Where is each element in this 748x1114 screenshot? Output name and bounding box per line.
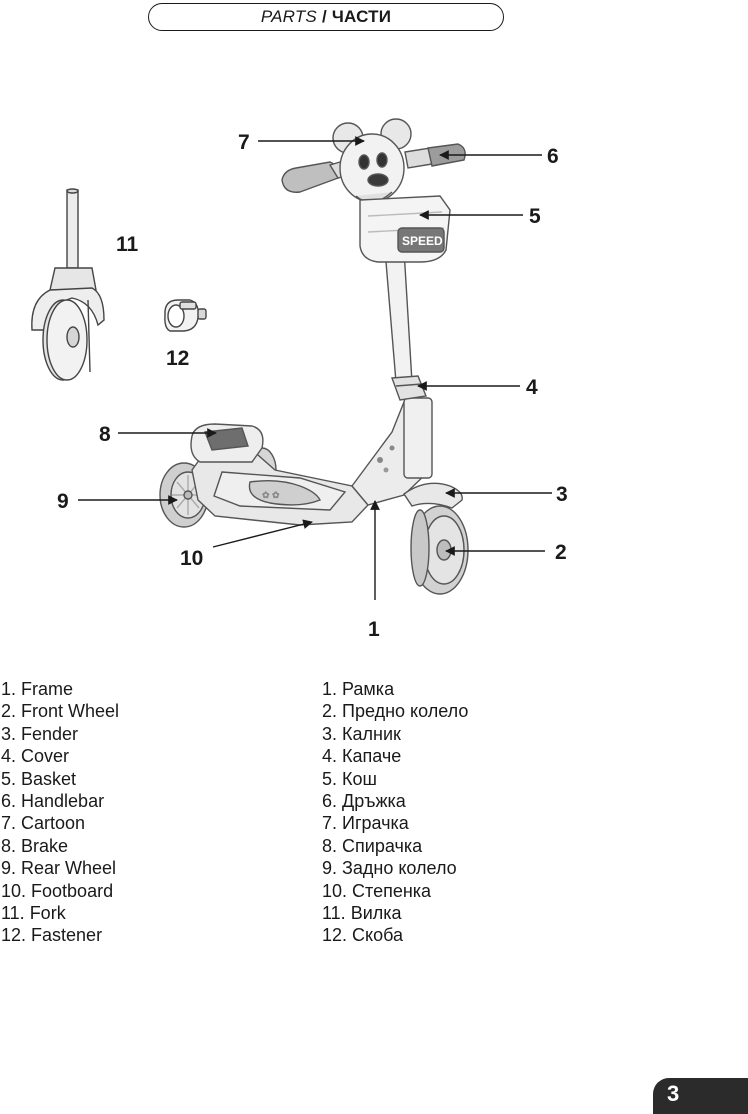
callout-6: 6 xyxy=(547,145,559,168)
title-english: PARTS xyxy=(260,7,317,26)
page-number-tab xyxy=(653,1078,748,1114)
list-item: 8. Brake xyxy=(1,835,69,856)
list-item: 4. Cover xyxy=(1,746,70,767)
scooter-illustration: ✿ ✿ xyxy=(159,118,469,595)
list-item: 2. Предно колело xyxy=(322,701,469,722)
parts-list-bulgarian: 1. Рамка 2. Предно колело 3. Калник 4. К… xyxy=(322,678,468,947)
list-item: 5. Basket xyxy=(1,768,77,789)
handlebar-left-grip xyxy=(281,161,340,193)
list-item: 12. Скоба xyxy=(322,925,404,946)
list-item: 9. Rear Wheel xyxy=(1,858,117,879)
list-item: 11. Fork xyxy=(1,903,66,924)
callout-9: 9 xyxy=(57,490,69,513)
fork-illustration xyxy=(31,188,105,381)
list-item: 4. Капаче xyxy=(322,746,402,767)
callout-7: 7 xyxy=(238,131,250,154)
callout-10: 10 xyxy=(180,547,203,570)
list-item: 1. Рамка xyxy=(322,679,395,699)
basket-badge-text: SPEED xyxy=(402,234,443,248)
cover xyxy=(391,375,427,401)
page-number: 3 xyxy=(667,1081,680,1106)
list-item: 3. Калник xyxy=(322,723,401,744)
list-item: 12. Fastener xyxy=(1,925,103,946)
callout-5: 5 xyxy=(529,205,541,228)
list-item: 10. Степенка xyxy=(322,880,432,901)
title-bulgarian: ЧАСТИ xyxy=(331,7,392,26)
callout-11: 11 xyxy=(116,233,139,256)
callout-8: 8 xyxy=(99,423,111,446)
callout-3: 3 xyxy=(556,483,568,506)
list-item: 3. Fender xyxy=(1,723,79,744)
list-item: 11. Вилка xyxy=(322,903,402,924)
title-separator: / xyxy=(321,7,327,26)
list-item: 7. Играчка xyxy=(322,813,409,834)
callout-1: 1 xyxy=(368,618,380,641)
list-item: 7. Cartoon xyxy=(1,813,86,834)
list-item: 9. Задно колело xyxy=(322,858,457,879)
list-item: 1. Frame xyxy=(1,679,74,699)
page-title: PARTS / ЧАСТИ xyxy=(148,3,504,31)
svg-text:✿ ✿: ✿ ✿ xyxy=(262,490,280,500)
list-item: 6. Дръжка xyxy=(322,791,406,812)
list-item: 6. Handlebar xyxy=(1,791,105,812)
scooter-parts-diagram: ✿ ✿ xyxy=(31,118,568,641)
parts-list-english: 1. Frame 2. Front Wheel 3. Fender 4. Cov… xyxy=(1,678,119,947)
leader-lines xyxy=(78,136,552,600)
fastener-illustration xyxy=(164,299,207,332)
list-item: 2. Front Wheel xyxy=(1,701,120,722)
list-item: 8. Спирачка xyxy=(322,835,423,856)
callout-12: 12 xyxy=(166,347,189,370)
steering-stem xyxy=(384,249,413,383)
list-item: 10. Footboard xyxy=(1,880,114,901)
leader-line-footboard xyxy=(212,519,313,548)
cartoon-bear xyxy=(332,118,412,203)
list-item: 5. Кош xyxy=(322,768,377,789)
callout-4: 4 xyxy=(526,376,538,399)
callout-2: 2 xyxy=(555,541,567,564)
